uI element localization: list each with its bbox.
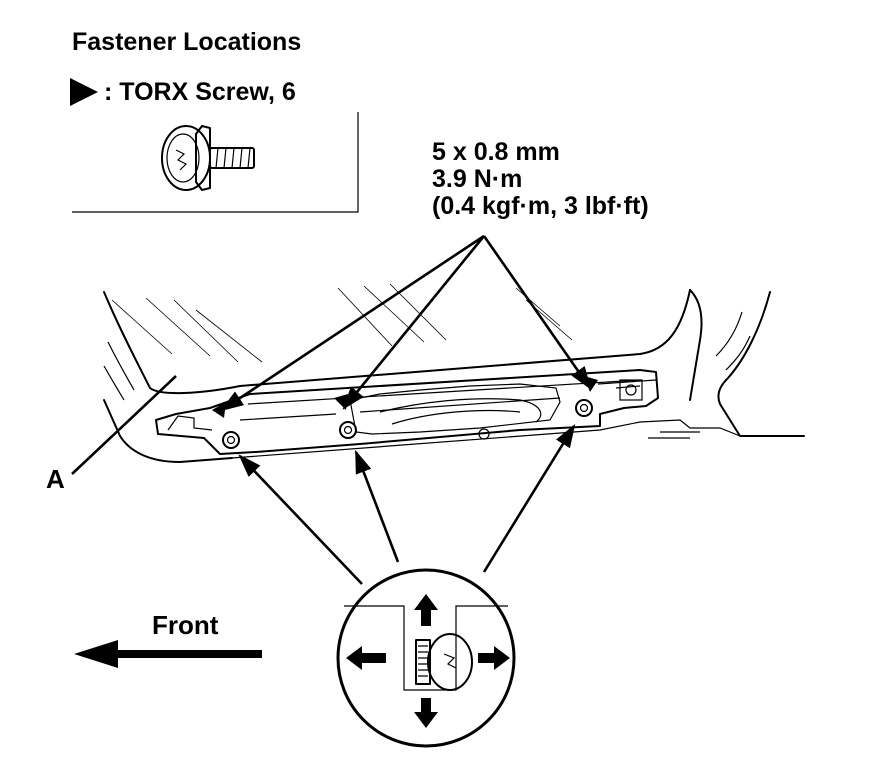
arrow-up-icon [414, 594, 438, 626]
front-label: Front [152, 610, 219, 640]
arrow-right-icon [478, 646, 510, 670]
play-triangle-icon [70, 78, 98, 106]
detail-leaders [238, 424, 576, 585]
detail-circle [336, 568, 516, 748]
torx-screw-icon [161, 125, 255, 191]
spec-torque-alt: (0.4 kgf·m, 3 lbf·ft) [432, 192, 649, 220]
vehicle-body-drawing [103, 283, 805, 463]
arrow-left-icon [346, 646, 386, 670]
screw-marker-3 [575, 399, 593, 417]
arrow-down-icon [414, 698, 438, 728]
part-a-leader [71, 375, 177, 475]
spec-size: 5 x 0.8 mm [432, 138, 560, 166]
front-arrow-icon [74, 640, 262, 668]
legend-screw-label: : TORX Screw, 6 [104, 78, 296, 106]
screw-marker-1 [222, 431, 240, 449]
spec-leaders [220, 234, 592, 412]
legend-title: Fastener Locations [72, 28, 301, 56]
spec-torque-nm: 3.9 N·m [432, 165, 522, 193]
legend-frame [72, 112, 359, 213]
screw-marker-2 [339, 421, 357, 439]
part-a-label: A [46, 464, 65, 494]
